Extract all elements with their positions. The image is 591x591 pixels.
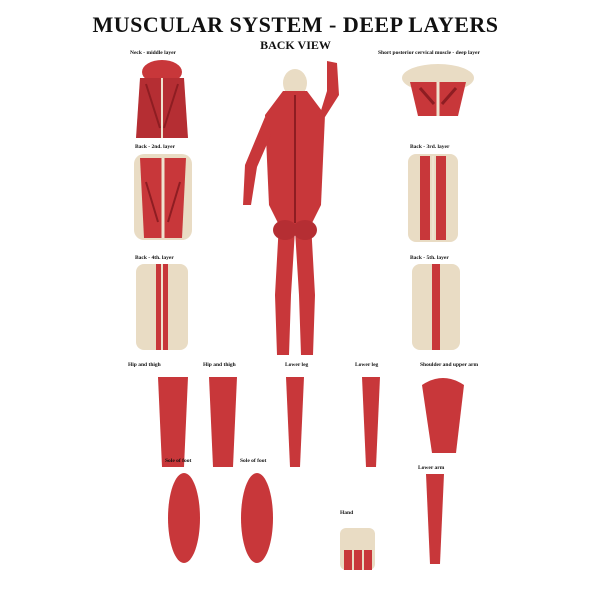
label-lower-leg-1: Lower leg [285,362,309,368]
label-sole-2: Sole of foot [240,458,267,464]
label-back-3rd: Back - 3rd. layer [410,144,450,150]
label-neck-middle: Neck - middle layer [130,50,176,56]
label-hip-thigh-1: Hip and thigh [128,362,161,368]
label-lower-leg-2: Lower leg [355,362,379,368]
shoulder-upper-arm-illustration [418,375,468,455]
page-title: MUSCULAR SYSTEM - DEEP LAYERS [92,12,499,37]
sole-1-illustration [165,470,203,565]
neck-middle-illustration [132,58,192,140]
page-subtitle: BACK VIEW [260,38,331,52]
short-posterior-illustration [398,60,478,120]
sole-2-illustration [238,470,276,565]
label-sole-1: Sole of foot [165,458,192,464]
label-lower-arm: Lower arm [418,465,445,471]
lower-arm-illustration [420,472,450,567]
lower-leg-1-illustration [280,375,310,470]
hip-thigh-2-illustration [203,375,243,470]
back-5th-illustration [408,262,464,352]
label-shoulder-upper-arm: Shoulder and upper arm [420,362,479,368]
label-back-4th: Back - 4th. layer [135,255,174,261]
back-4th-illustration [132,262,192,352]
label-short-posterior: Short posterior cervical muscle - deep l… [378,50,480,56]
back-view-figure [235,55,355,360]
hip-thigh-1-illustration [150,375,195,470]
label-back-2nd: Back - 2nd. layer [135,144,176,150]
hand-illustration [330,520,385,575]
label-hip-thigh-2: Hip and thigh [203,362,236,368]
back-2nd-illustration [128,152,198,242]
back-3rd-illustration [400,152,466,244]
label-hand: Hand [340,510,354,516]
lower-leg-2-illustration [356,375,386,470]
label-back-5th: Back - 5th. layer [410,255,449,261]
